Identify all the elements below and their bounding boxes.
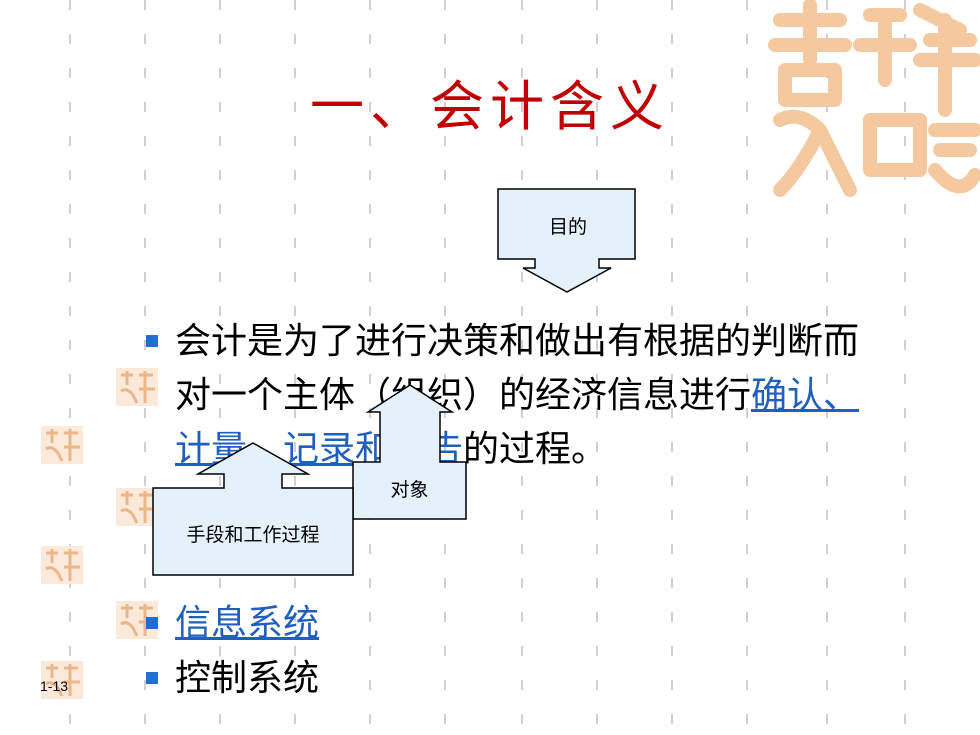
small-seal-icon: [116, 488, 158, 526]
small-seal-icon: [41, 546, 83, 584]
small-seal-icon: [41, 426, 83, 464]
definition-line-3-text: 的过程。: [463, 429, 608, 470]
bullet-information-system[interactable]: 信息系统: [175, 603, 320, 644]
small-seal-icon: [41, 661, 83, 699]
definition-line-2: 对一个主体（组织）的经济信息进行确认、: [175, 372, 859, 420]
bullet-marker: [146, 335, 158, 347]
callout-object-label: 对象: [390, 479, 429, 501]
bullet-marker: [146, 672, 158, 684]
decorative-seal-logo: [768, 0, 980, 197]
callout-purpose-shape: [497, 188, 636, 293]
bullet-marker: [146, 617, 158, 629]
bullet-control-system: 控制系统: [175, 658, 320, 699]
link-confirm[interactable]: 确认、: [751, 375, 860, 416]
definition-line-1: 会计是为了进行决策和做出有根据的判断而: [175, 321, 860, 362]
page-number: 1-13: [40, 678, 69, 694]
slide-title: 一、会计含义: [310, 75, 670, 138]
callout-means-label: 手段和工作过程: [186, 524, 320, 546]
callout-object-shape: [352, 384, 467, 520]
callout-means-shape: [152, 442, 354, 576]
small-seal-icon: [116, 368, 158, 406]
callout-purpose-label: 目的: [548, 216, 587, 238]
definition-line-2-text: 对一个主体（组织）的经济信息进行: [175, 375, 752, 416]
